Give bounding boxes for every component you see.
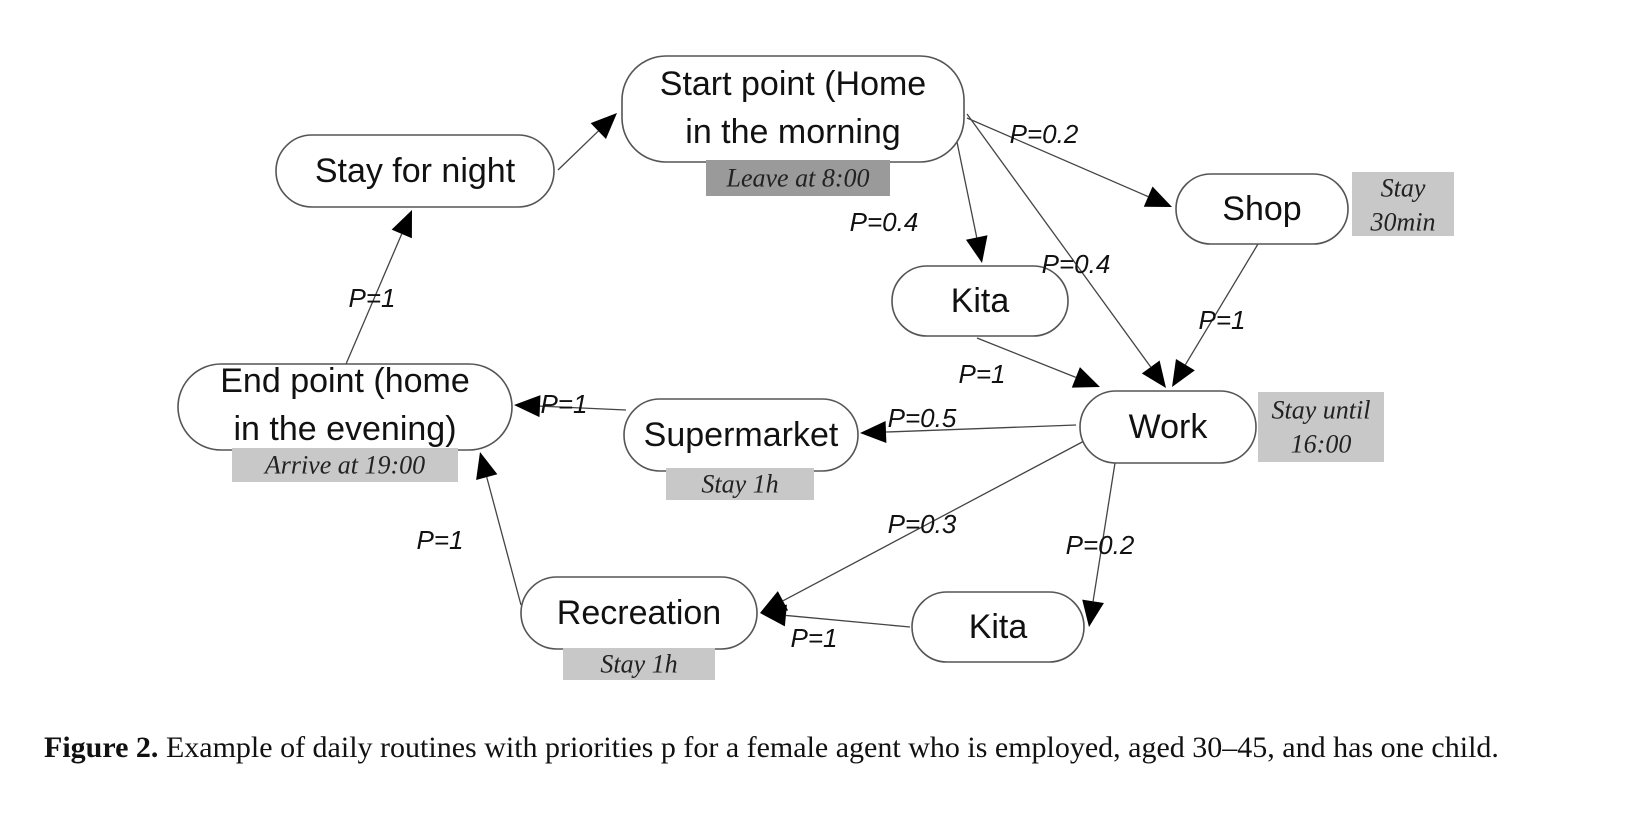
caption-text: Example of daily routines with prioritie…	[158, 731, 1499, 764]
note-end-text: Arrive at 19:00	[263, 451, 425, 480]
edge-start-to-kita-top	[956, 141, 978, 238]
edge-kita-top-to-work-arrowhead	[1071, 367, 1100, 388]
edge-supermarket-to-end	[539, 405, 627, 411]
node-stay-night-shape	[275, 134, 555, 208]
edge-work-to-kita-bottom-arrowhead	[1082, 599, 1104, 627]
note-recreation-text: Stay 1h	[600, 650, 677, 679]
node-stay-night-label: Stay for night	[315, 152, 516, 190]
edge-stay-night-to-start-arrowhead	[590, 113, 617, 139]
edge-work-to-kita-bottom-label: P=0.2	[1066, 530, 1135, 560]
edge-start-to-kita-top-arrowhead	[965, 235, 988, 263]
edge-recreation-to-end	[486, 476, 522, 606]
edge-kita-top-to-work-label: P=1	[959, 359, 1006, 389]
node-kita-bottom-label: Kita	[969, 608, 1028, 646]
edge-work-to-supermarket-label: P=0.5	[888, 403, 957, 433]
node-work-shape	[1079, 390, 1257, 464]
edge-stay-night-to-start	[557, 130, 599, 171]
node-supermarket: Supermarket	[623, 398, 859, 472]
edge-supermarket-to-end-arrowhead	[514, 395, 541, 418]
node-stay-night: Stay for night	[275, 134, 555, 208]
note-work-box	[1258, 392, 1384, 462]
note-shop-text: Stay	[1381, 174, 1426, 203]
node-work: Work	[1079, 390, 1257, 464]
edge-work-to-recreation	[782, 439, 1087, 602]
node-start-label: in the morning	[685, 113, 900, 151]
node-start: Start point (Home in the morning	[621, 55, 965, 163]
edge-start-to-shop	[966, 117, 1149, 198]
note-shop-text: 30min	[1370, 208, 1436, 237]
edge-end-to-stay-night-arrowhead	[391, 210, 412, 239]
node-shop-label: Shop	[1222, 190, 1301, 228]
note-supermarket-box	[666, 468, 814, 500]
note-recreation: Stay 1h	[563, 648, 715, 680]
edge-work-to-supermarket	[885, 424, 1077, 433]
note-end: Arrive at 19:00	[232, 448, 458, 482]
node-kita-bottom: Kita	[911, 591, 1085, 663]
edge-shop-to-work	[1184, 243, 1259, 366]
edge-start-to-shop-label: P=0.2	[1010, 119, 1079, 149]
note-work: Stay until 16:00	[1258, 392, 1384, 462]
note-shop-box	[1352, 172, 1454, 236]
edge-start-to-work-label: P=0.4	[1042, 249, 1111, 279]
node-kita-top: Kita	[891, 265, 1069, 337]
edge-start-to-work	[966, 113, 1152, 368]
node-work-label: Work	[1129, 408, 1209, 446]
note-supermarket-text: Stay 1h	[701, 470, 778, 499]
edge-work-to-supermarket-arrowhead	[860, 421, 887, 444]
node-recreation: Recreation	[520, 576, 758, 650]
note-end-box	[232, 448, 458, 482]
note-work-text: Stay until	[1272, 396, 1371, 425]
edge-labels-layer: P=0.2P=0.4P=0.4P=1P=1P=0.5P=0.3P=0.2P=1P…	[349, 119, 1246, 653]
edge-shop-to-work-arrowhead	[1172, 359, 1195, 387]
edge-kita-bottom-to-recreation-label: P=1	[791, 623, 838, 653]
edge-recreation-to-end-arrowhead	[476, 452, 498, 480]
edge-end-to-stay-night	[345, 233, 403, 365]
figure-caption: Figure 2. Example of daily routines with…	[44, 726, 1604, 770]
edge-kita-top-to-work	[976, 337, 1077, 378]
figure-label: Figure 2.	[44, 731, 159, 764]
edge-kita-bottom-to-recreation-arrowhead	[760, 604, 787, 627]
note-work-text: 16:00	[1291, 430, 1352, 459]
edge-start-to-work-arrowhead	[1141, 360, 1166, 388]
edges-layer	[345, 113, 1259, 628]
note-start-text: Leave at 8:00	[726, 164, 870, 193]
node-shop: Shop	[1175, 173, 1349, 245]
note-start: Leave at 8:00	[706, 160, 890, 196]
node-end-label: End point (home	[220, 362, 470, 400]
node-supermarket-label: Supermarket	[644, 416, 839, 454]
edge-start-to-shop-arrowhead	[1143, 186, 1172, 207]
edge-shop-to-work-label: P=1	[1199, 305, 1246, 335]
note-start-box	[706, 160, 890, 196]
node-kita-top-label: Kita	[951, 282, 1010, 320]
edge-supermarket-to-end-label: P=1	[541, 389, 588, 419]
edge-kita-bottom-to-recreation	[785, 614, 911, 628]
node-end-label: in the evening)	[233, 410, 456, 448]
note-shop: Stay 30min	[1352, 172, 1454, 237]
node-recreation-label: Recreation	[557, 594, 721, 632]
node-kita-bottom-shape	[911, 591, 1085, 663]
edge-work-to-kita-bottom	[1092, 462, 1116, 602]
node-start-label: Start point (Home	[660, 65, 926, 103]
note-supermarket: Stay 1h	[666, 468, 814, 500]
edge-start-to-kita-top-label: P=0.4	[850, 207, 919, 237]
node-shop-shape	[1175, 173, 1349, 245]
note-recreation-box	[563, 648, 715, 680]
node-kita-top-shape	[891, 265, 1069, 337]
edge-work-to-recreation-label: P=0.3	[888, 509, 957, 539]
edge-recreation-to-end-label: P=1	[417, 525, 464, 555]
node-end: End point (home in the evening)	[177, 362, 513, 451]
edge-end-to-stay-night-label: P=1	[349, 283, 396, 313]
